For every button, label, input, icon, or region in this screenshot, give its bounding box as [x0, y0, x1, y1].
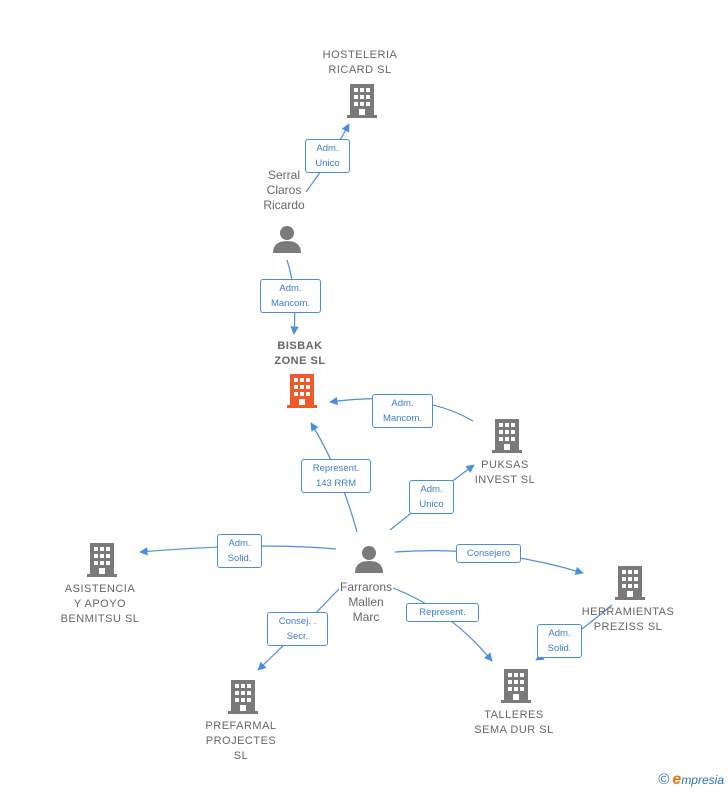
brand-name: mpresia: [681, 773, 724, 787]
asistencia-building-icon[interactable]: [87, 543, 117, 582]
farrarons-person-icon[interactable]: [354, 544, 384, 579]
bisbak-label[interactable]: BISBAK ZONE SL: [274, 340, 326, 367]
edge-label-puksas-bisbak[interactable]: Adm. Mancom.: [372, 394, 433, 428]
talleres-building-icon[interactable]: [501, 669, 531, 708]
serral-person-icon[interactable]: [272, 224, 302, 259]
farrarons-label[interactable]: Farrarons Mallen Marc: [339, 580, 392, 624]
edge-label-farrarons-prefarmal[interactable]: Consej. . Secr.: [267, 612, 328, 646]
edge-label-farrarons-puksas[interactable]: Adm. Unico: [409, 480, 454, 514]
asistencia-label[interactable]: ASISTENCIA Y APOYO BENMITSU SL: [60, 583, 140, 625]
puksas-label[interactable]: PUKSAS INVEST SL: [474, 459, 536, 486]
bisbak-building-icon[interactable]: [287, 374, 317, 413]
edge-label-farrarons-bisbak[interactable]: Represent. 143 RRM: [301, 459, 371, 493]
herramientas-building-icon[interactable]: [615, 566, 645, 605]
hosteleria-building-icon[interactable]: [347, 84, 377, 123]
edge-label-serral-hosteleria[interactable]: Adm. Unico: [305, 139, 350, 173]
puksas-building-icon[interactable]: [492, 419, 522, 458]
prefarmal-building-icon[interactable]: [228, 680, 258, 719]
empresia-watermark[interactable]: ©empresia: [658, 771, 724, 789]
herramientas-label[interactable]: HERRAMIENTAS PREZISS SL: [581, 606, 675, 633]
hosteleria-label[interactable]: HOSTELERIA RICARD SL: [322, 49, 398, 76]
copyright-icon: ©: [658, 771, 670, 788]
edge-label-farrarons-herramientas[interactable]: Consejero: [456, 544, 521, 563]
talleres-label[interactable]: TALLERES SEMA DUR SL: [474, 709, 554, 736]
edge-label-farrarons-talleres[interactable]: Represent.: [406, 603, 479, 622]
prefarmal-label[interactable]: PREFARMAL PROJECTES SL: [205, 720, 277, 762]
edge-label-serral-bisbak[interactable]: Adm. Mancom.: [260, 279, 321, 313]
brand-initial: e: [672, 771, 682, 788]
edge-label-farrarons-asistencia[interactable]: Adm. Solid.: [217, 534, 262, 568]
serral-label[interactable]: Serral Claros Ricardo: [263, 168, 305, 212]
edge-label-herramientas-talleres[interactable]: Adm. Solid.: [537, 624, 582, 658]
